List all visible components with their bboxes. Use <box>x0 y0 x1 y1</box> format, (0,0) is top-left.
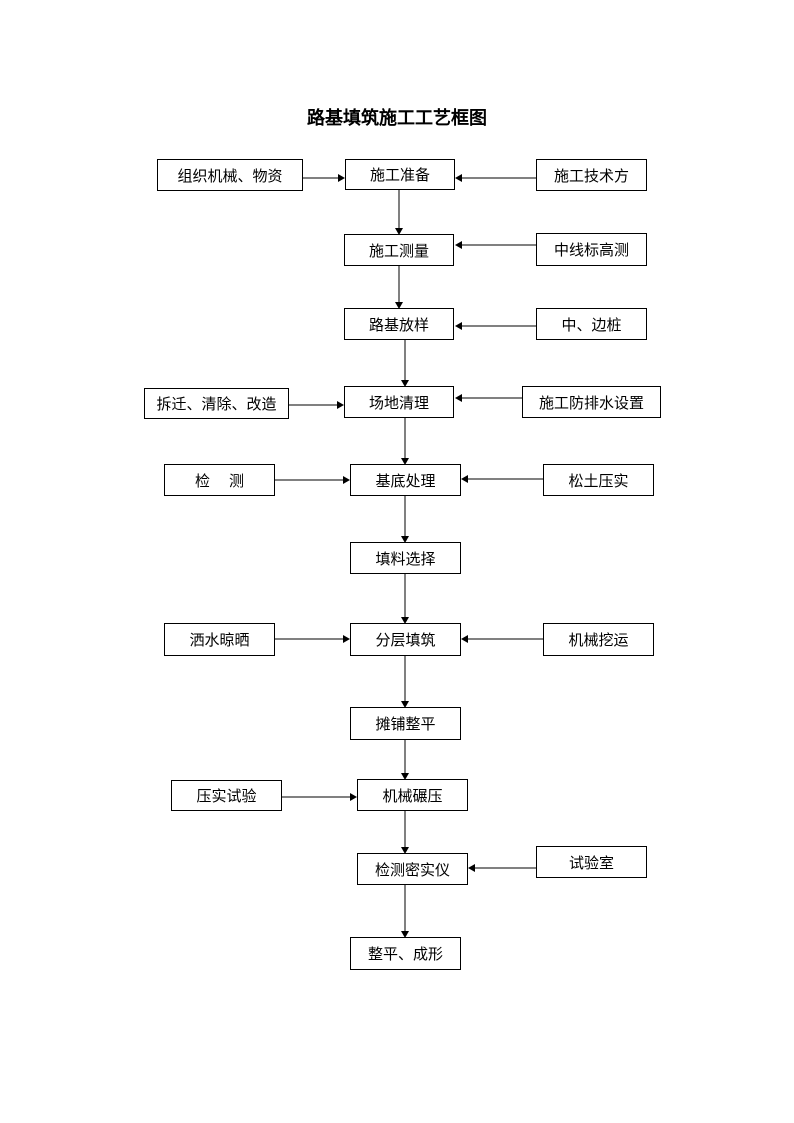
step-base-treatment: 基底处理 <box>350 464 461 496</box>
step-finishing-forming: 整平、成形 <box>350 937 461 970</box>
input-water-drying: 洒水晾晒 <box>164 623 275 656</box>
step-construction-survey: 施工测量 <box>344 234 454 266</box>
diagram-title: 路基填筑施工工艺框图 <box>307 108 487 129</box>
input-excavation-haul: 机械挖运 <box>543 623 654 656</box>
input-machinery-materials: 组织机械、物资 <box>157 159 303 191</box>
step-construction-prep: 施工准备 <box>345 159 455 190</box>
step-compaction-testing: 检测密实仪 <box>357 853 468 885</box>
input-centerline-elevation: 中线标高测 <box>536 233 647 266</box>
step-subgrade-staking: 路基放样 <box>344 308 454 340</box>
step-layered-filling: 分层填筑 <box>350 623 461 656</box>
input-inspection: 检 测 <box>164 464 275 496</box>
step-spreading-leveling: 摊铺整平 <box>350 707 461 740</box>
input-drainage-setup: 施工防排水设置 <box>522 386 661 418</box>
step-site-clearing: 场地清理 <box>344 386 454 418</box>
input-laboratory: 试验室 <box>536 846 647 878</box>
step-fill-selection: 填料选择 <box>350 542 461 574</box>
step-mechanical-compaction: 机械碾压 <box>357 779 468 811</box>
input-compaction-trial: 压实试验 <box>171 780 282 811</box>
input-soil-compaction: 松土压实 <box>543 464 654 496</box>
input-center-edge-stakes: 中、边桩 <box>536 308 647 340</box>
input-demolition-clearing: 拆迁、清除、改造 <box>144 388 289 419</box>
input-technical-plan: 施工技术方 <box>536 159 647 191</box>
